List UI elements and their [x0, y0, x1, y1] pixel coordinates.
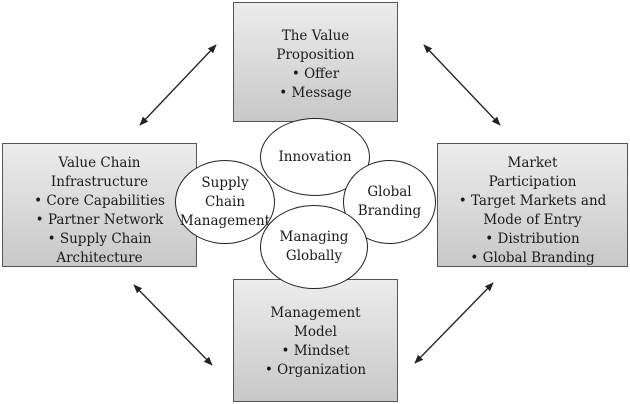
- box-title-line: Participation: [488, 174, 577, 190]
- value-proposition-box: The Value Proposition Offer Message: [233, 2, 398, 122]
- box-title-line: Value Chain: [58, 155, 141, 171]
- box-bullet: Mindset: [234, 342, 397, 361]
- ellipse-label: Chain: [204, 193, 246, 210]
- managing-globally-ellipse: Managing Globally: [260, 205, 368, 289]
- box-bullet: Target Markets and: [438, 192, 627, 211]
- box-title-line: The Value: [281, 28, 350, 44]
- ellipse-label: Supply: [201, 174, 249, 191]
- box-title-line: Market: [507, 155, 558, 171]
- box-title-line: Model: [294, 324, 337, 340]
- box-continuation-line: Mode of Entry: [483, 212, 582, 228]
- ellipse-label: Managing: [279, 229, 349, 245]
- innovation-ellipse: Innovation: [260, 118, 370, 196]
- ellipse-label: Global: [367, 184, 412, 200]
- box-bullet: Partner Network: [3, 211, 196, 230]
- market-participation-box: Market Participation Target Markets and …: [437, 143, 628, 267]
- ellipse-label: Innovation: [278, 148, 352, 165]
- ellipse-label: Globally: [285, 248, 343, 264]
- arrow-top-left: [139, 44, 217, 126]
- box-continuation-line: Architecture: [56, 250, 143, 266]
- box-bullet: Global Branding: [438, 249, 627, 268]
- box-bullet: Organization: [234, 361, 397, 380]
- arrow-top-right: [423, 44, 501, 126]
- ellipse-label: Management: [179, 212, 271, 229]
- global-branding-ellipse: Global Branding: [343, 160, 436, 244]
- arrow-bottom-left: [133, 284, 213, 366]
- value-chain-infrastructure-box: Value Chain Infrastructure Core Capabili…: [2, 143, 197, 267]
- box-bullet: Offer: [234, 65, 397, 84]
- ellipse-label: Branding: [357, 203, 422, 219]
- box-title-line: Infrastructure: [50, 174, 149, 190]
- management-model-box: Management Model Mindset Organization: [233, 279, 398, 402]
- box-bullet: Core Capabilities: [3, 192, 196, 211]
- supply-chain-management-ellipse: Supply Chain Management: [175, 160, 275, 244]
- box-bullet: Supply Chain: [3, 230, 196, 249]
- arrow-bottom-right: [414, 282, 494, 364]
- box-title-line: Proposition: [276, 47, 355, 63]
- box-bullet: Distribution: [438, 230, 627, 249]
- box-title-line: Management: [270, 305, 361, 321]
- box-bullet: Message: [234, 84, 397, 103]
